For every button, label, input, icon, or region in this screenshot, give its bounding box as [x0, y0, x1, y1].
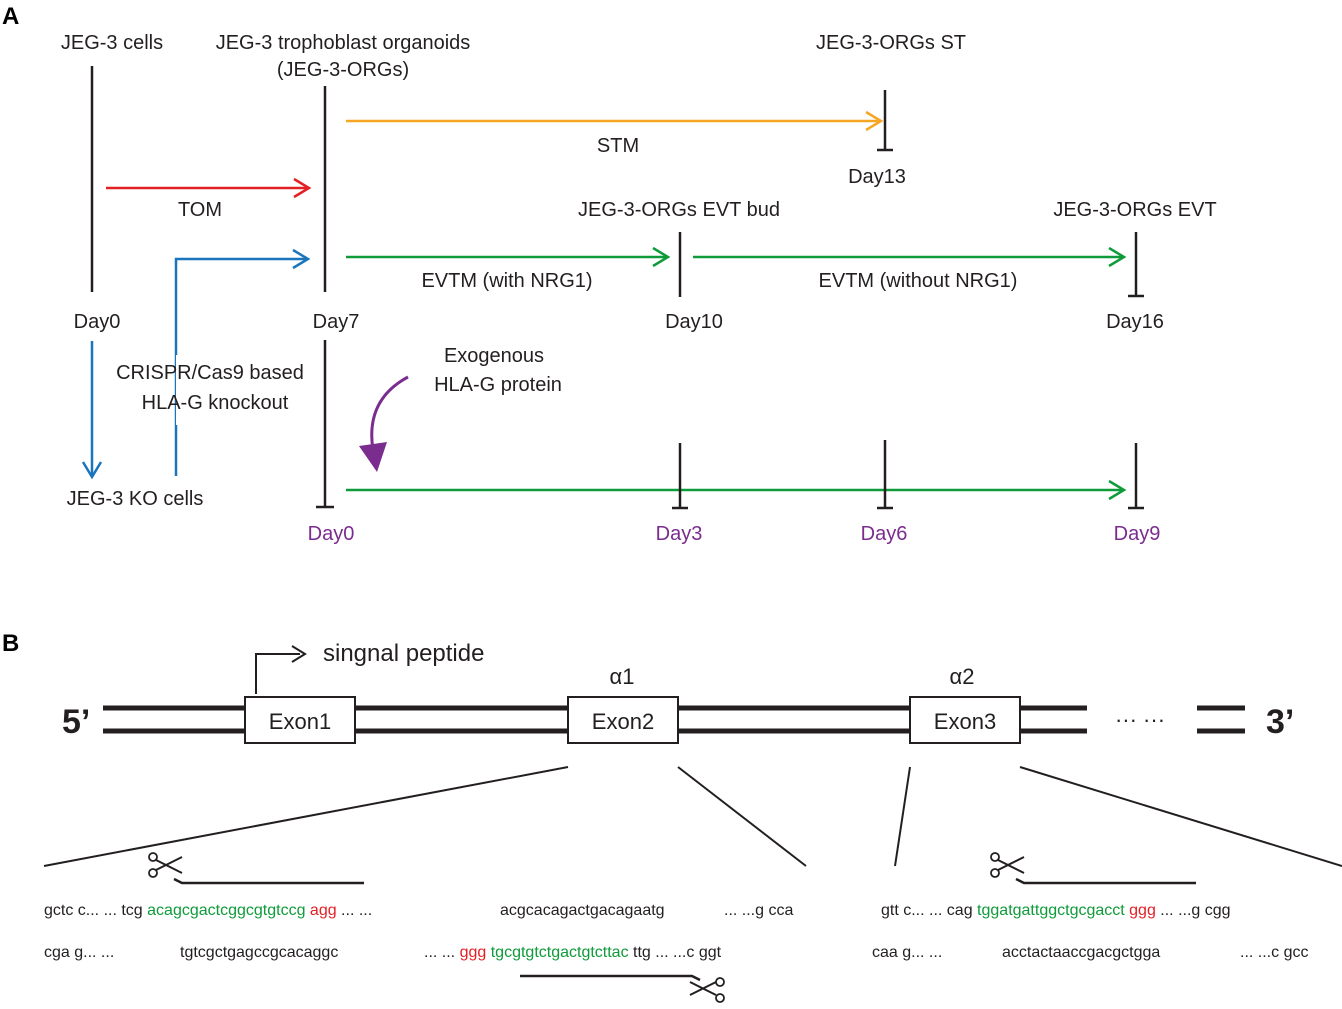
- organoids-label-line2: (JEG-3-ORGs): [277, 59, 409, 81]
- exon3-zoom-line-left: [894, 766, 911, 867]
- exon3-zoom-line-right: [1019, 766, 1342, 867]
- exon3-label: Exon3: [934, 709, 996, 734]
- exon2-box: [567, 696, 679, 744]
- tom-arrowhead: [293, 177, 312, 199]
- exon2-top-strand: gctc c... ... tcg acagcgactcggcgtgtccg a…: [44, 902, 372, 919]
- exogenous-arrowhead: [359, 442, 387, 472]
- exon1-box: [244, 696, 356, 744]
- crispr-label-mask: [176, 355, 179, 425]
- scissors-icon: [148, 852, 183, 878]
- pam-seq: ggg: [460, 944, 487, 961]
- seq-segment: gctc c... ... tcg: [44, 902, 147, 919]
- day0-bottom-label: Day0: [308, 523, 355, 545]
- exon2-zoom-line-left: [43, 766, 569, 867]
- knockout-arrowhead: [81, 461, 103, 480]
- day16-label: Day16: [1106, 311, 1164, 333]
- scissors-icon: [689, 977, 725, 1003]
- guide-rna-seq: tgcgtgtctgactgtcttac: [486, 944, 628, 961]
- exon2-bottom-strand-start: cga g... ...: [44, 944, 114, 961]
- exon2-top-strand-end: ... ...g cca: [724, 902, 793, 919]
- day6-label: Day6: [861, 523, 908, 545]
- seq-segment: ttg ... ...c ggt: [629, 944, 722, 961]
- stm-arrowhead: [865, 110, 884, 132]
- crispr-label-line2: HLA-G knockout: [142, 392, 289, 414]
- seq-segment: ... ...: [424, 944, 455, 961]
- exon3-bottom-strand-mid: acctactaaccgacgctgga: [1002, 944, 1160, 961]
- gene-ellipsis: ··· ···: [1115, 707, 1165, 732]
- exogenous-label-line1: Exogenous: [444, 345, 544, 367]
- seq-segment: ... ...: [337, 902, 373, 919]
- exon2-bottom-strand-mid: tgtcgctgagccgcacaggc: [180, 944, 338, 961]
- day13-label: Day13: [848, 166, 906, 188]
- exon2-top-strand-mid: acgcacagactgacagaatg: [500, 902, 665, 919]
- crispr-to-organoid-arrowhead: [292, 248, 311, 270]
- orgs-evt-bud-label: JEG-3-ORGs EVT bud: [578, 199, 780, 221]
- exon2-bottom-strand: ... ... ggg tgcgtgtctgactgtcttac ttg ...…: [424, 944, 722, 961]
- exogenous-arrow: [370, 375, 409, 451]
- day10-label: Day10: [665, 311, 723, 333]
- alpha2-label: α2: [950, 664, 975, 689]
- crispr-label-line1: CRISPR/Cas9 based: [116, 362, 304, 384]
- jeg3-cells-label: JEG-3 cells: [61, 32, 163, 54]
- exon3-top-strand: gtt c... ... cag tggatgattggctgcgacct gg…: [881, 902, 1231, 919]
- seq-segment: gtt c... ... cag: [881, 902, 977, 919]
- orgs-st-label: JEG-3-ORGs ST: [816, 32, 966, 54]
- tom-label: TOM: [178, 199, 222, 221]
- five-prime-label: 5’: [62, 703, 90, 741]
- cut-bracket-exon2-bottom: [520, 974, 701, 982]
- organoids-label-line1: JEG-3 trophoblast organoids: [216, 32, 471, 54]
- evtm-with-label: EVTM (with NRG1): [421, 270, 592, 292]
- signal-peptide-arrowhead: [291, 645, 307, 663]
- evtm-without-label: EVTM (without NRG1): [819, 270, 1018, 292]
- exon2-label: Exon2: [592, 709, 654, 734]
- stm-label: STM: [597, 135, 639, 157]
- day3-label: Day3: [656, 523, 703, 545]
- pam-seq: ggg: [1125, 902, 1156, 919]
- signal-peptide-label: singnal peptide: [323, 640, 484, 667]
- ko-cells-label: JEG-3 KO cells: [67, 488, 204, 510]
- cut-bracket-exon3-top: [1015, 877, 1196, 885]
- exogenous-label-line2: HLA-G protein: [434, 374, 562, 396]
- day0-top-label: Day0: [74, 311, 121, 333]
- day7-label: Day7: [313, 311, 360, 333]
- exon2-zoom-line-right: [677, 766, 807, 867]
- exon3-bottom-strand-end: ... ...c gcc: [1240, 944, 1308, 961]
- panel-b-letter: B: [2, 630, 19, 657]
- guide-rna-seq: tggatgattggctgcgacct: [977, 902, 1125, 919]
- guide-rna-seq: acagcgactcggcgtgtccg: [147, 902, 305, 919]
- pam-seq: agg: [305, 902, 336, 919]
- evtm-with-arrowhead: [652, 246, 671, 268]
- signal-peptide-arrow: [255, 653, 300, 694]
- cut-bracket-exon2-top: [173, 877, 364, 885]
- seq-segment: ... ...g cgg: [1156, 902, 1231, 919]
- scissors-icon: [990, 852, 1025, 878]
- alpha1-label: α1: [610, 664, 635, 689]
- bottom-evtm-arrowhead: [1108, 479, 1127, 501]
- exon3-bottom-strand-start: caa g... ...: [872, 944, 942, 961]
- three-prime-label: 3’: [1266, 703, 1294, 741]
- exon1-label: Exon1: [269, 709, 331, 734]
- orgs-evt-label: JEG-3-ORGs EVT: [1053, 199, 1216, 221]
- day9-label: Day9: [1114, 523, 1161, 545]
- evtm-without-arrowhead: [1108, 246, 1127, 268]
- exon3-box: [909, 696, 1021, 744]
- panel-a-letter: A: [2, 3, 19, 30]
